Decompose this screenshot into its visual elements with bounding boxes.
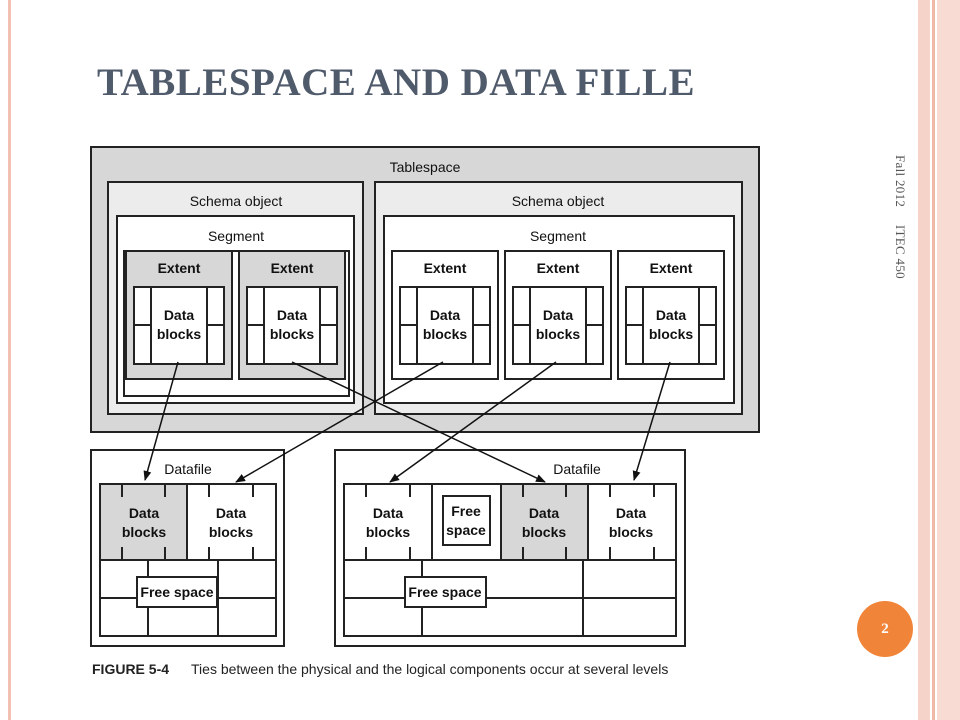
slide-frame-left — [8, 0, 11, 720]
figure-caption: FIGURE 5-4 Ties between the physical and … — [92, 661, 668, 677]
free-space-label: Free space — [140, 584, 213, 600]
arrow-extent1-to-datafile1 — [143, 361, 179, 481]
data-label: Data — [373, 505, 404, 521]
blocks-label: blocks — [522, 524, 567, 540]
data-label: Data — [616, 505, 647, 521]
extent-1: Extent Data blocks — [125, 250, 233, 380]
figure-number: FIGURE 5-4 — [92, 661, 170, 677]
schema-object-label: Schema object — [190, 193, 283, 209]
extent-4: Extent Data blocks — [504, 250, 612, 380]
blocks-label: blocks — [649, 326, 694, 342]
extent-5: Extent Data blocks — [617, 250, 725, 380]
data-label: Data — [164, 307, 195, 323]
figure-caption-text: Ties between the physical and the logica… — [191, 661, 669, 677]
segment-label: Segment — [530, 228, 586, 244]
extent-label: Extent — [158, 260, 201, 276]
extent-2: Extent Data blocks — [238, 250, 346, 380]
segment-label: Segment — [208, 228, 264, 244]
schema-object-label: Schema object — [512, 193, 605, 209]
datafile-right: Datafile Data blocks Free space Data blo… — [334, 449, 686, 647]
blocks-label: blocks — [122, 524, 167, 540]
blocks-label: blocks — [157, 326, 202, 342]
data-label: Data — [656, 307, 687, 323]
mapping-arrows — [143, 361, 671, 483]
arrow-extent2-to-datafile2 — [291, 361, 546, 483]
data-label: Data — [129, 505, 160, 521]
slide-frame-right-band — [937, 0, 960, 720]
slide-frame-right-line — [932, 0, 935, 720]
data-label: Data — [430, 307, 461, 323]
datafile-left: Datafile Data blocks Data blocks Free sp… — [90, 449, 285, 647]
arrow-extent5-to-datafile2 — [632, 361, 671, 481]
slide-title: TABLESPACE AND DATA FILLE — [97, 61, 695, 104]
data-label: Data — [277, 307, 308, 323]
extent-label: Extent — [424, 260, 467, 276]
free-space-label: Free space — [408, 584, 481, 600]
blocks-label: blocks — [536, 326, 581, 342]
datafile-label: Datafile — [553, 461, 601, 477]
extent-label: Extent — [271, 260, 314, 276]
extent-3: Extent Data blocks — [391, 250, 499, 380]
data-label: Data — [216, 505, 247, 521]
blocks-label: blocks — [209, 524, 254, 540]
arrow-extent4-to-datafile2 — [389, 361, 557, 483]
extent-label: Extent — [537, 260, 580, 276]
data-label: Data — [543, 307, 574, 323]
extent-label: Extent — [650, 260, 693, 276]
blocks-label: blocks — [366, 524, 411, 540]
space-label: space — [446, 522, 486, 538]
data-label: Data — [529, 505, 560, 521]
slide-frame-right — [918, 0, 930, 720]
blocks-label: blocks — [270, 326, 315, 342]
page-number-badge: 2 — [857, 601, 913, 657]
blocks-label: blocks — [609, 524, 654, 540]
arrow-extent3-to-datafile1 — [235, 361, 444, 483]
blocks-label: blocks — [423, 326, 468, 342]
datafile-label: Datafile — [164, 461, 212, 477]
free-label: Free — [451, 503, 481, 519]
tablespace-label: Tablespace — [390, 159, 461, 175]
